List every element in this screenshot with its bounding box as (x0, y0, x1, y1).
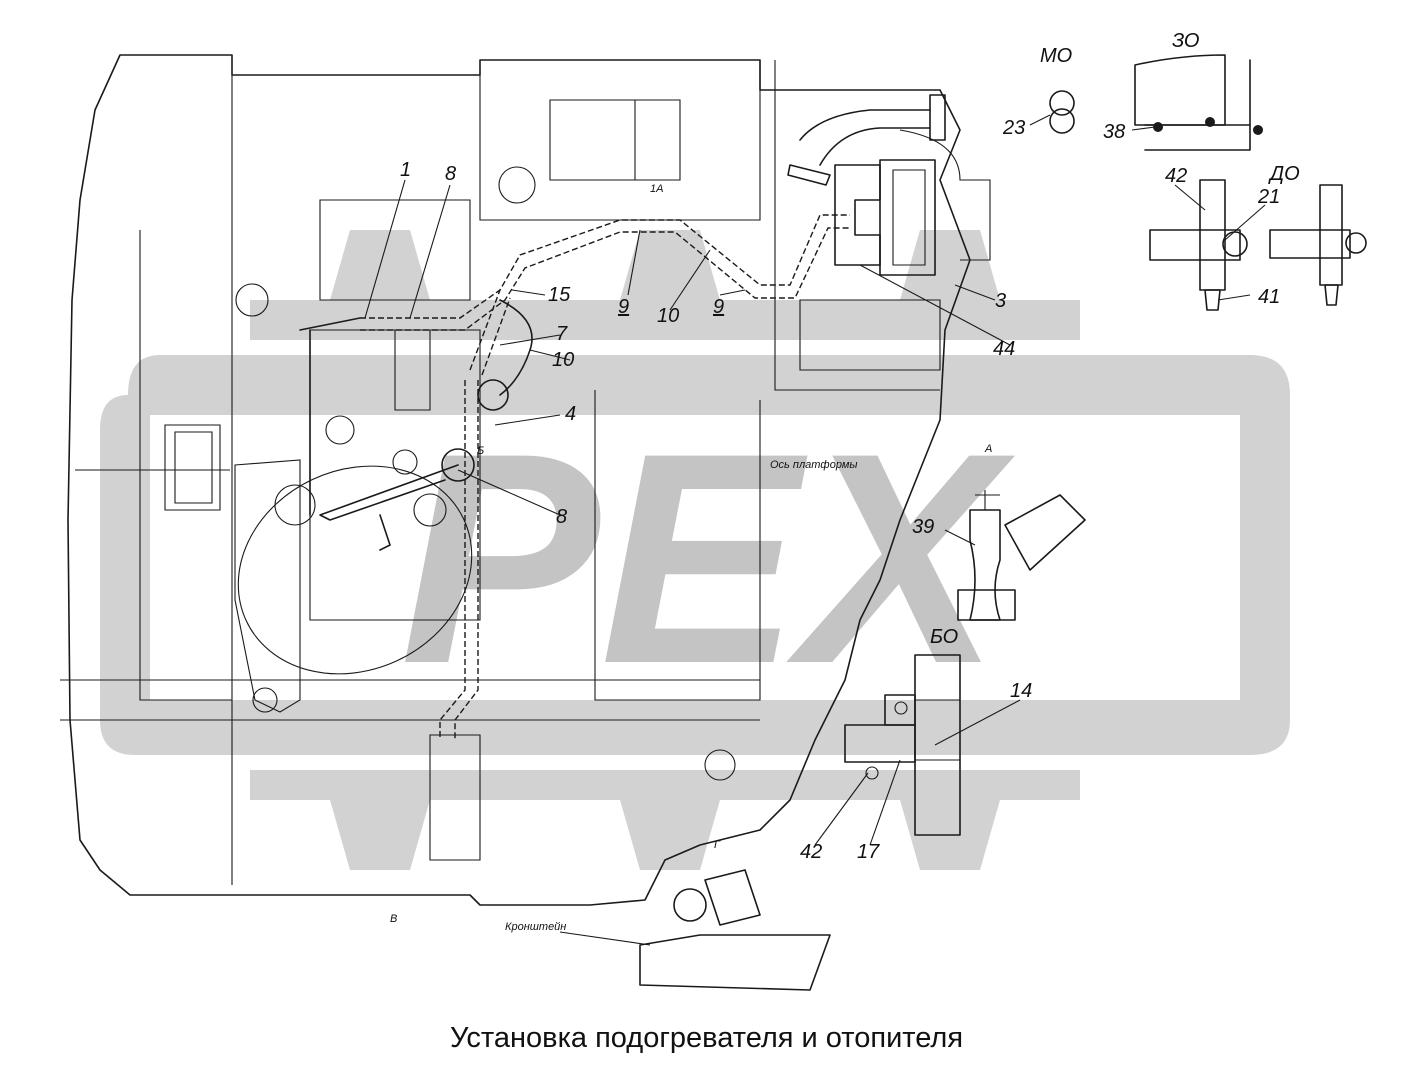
callout-15: 15 (548, 284, 571, 306)
watermark-logo: РЕХ (100, 230, 1290, 870)
callout-4: 4 (565, 403, 576, 425)
view-label-g: Г (714, 839, 721, 851)
detail-b-ellipse (237, 415, 473, 675)
drawing-caption: Установка подогревателя и отопителя (449, 1022, 964, 1054)
callout-9-left: 9 (618, 296, 629, 318)
view-label-b: Б (477, 445, 484, 457)
callout-10-left: 10 (552, 349, 574, 371)
callout-8-mid: 8 (556, 506, 567, 528)
callout-7: 7 (556, 323, 568, 345)
callout-8-top: 8 (445, 163, 456, 185)
callout-9-right: 9 (713, 296, 724, 318)
view-label-bo: БО (930, 626, 958, 648)
callout-21: 21 (1257, 186, 1280, 208)
detail-views (639, 54, 1367, 991)
view-label-1a: 1А (650, 183, 663, 195)
callout-10-right: 10 (657, 305, 679, 327)
cab-outline (60, 54, 971, 906)
callout-labels: 1 8 15 7 10 4 8 9 10 9 3 44 23 38 42 21 … (400, 117, 1280, 863)
callout-38: 38 (1103, 121, 1125, 143)
view-label-a: А (984, 443, 992, 455)
view-labels: МО ЗО ДО БО А 1А Б Г В Ось платформы Кро… (390, 30, 1300, 933)
callout-14: 14 (1010, 680, 1032, 702)
callout-3: 3 (995, 290, 1006, 312)
leader-lines (364, 126, 1266, 946)
heater-unit (787, 94, 991, 276)
callout-39: 39 (912, 516, 934, 538)
callout-42-top: 42 (1165, 165, 1187, 187)
callout-17: 17 (857, 841, 880, 863)
view-label-do: ДО (1268, 163, 1300, 185)
view-label-mo: МО (1040, 45, 1072, 67)
callout-41: 41 (1258, 286, 1280, 308)
view-label-v: В (390, 913, 397, 925)
platform-axis-note: Ось платформы (770, 459, 858, 471)
callout-42-bottom: 42 (800, 841, 822, 863)
watermark-text: РЕХ (400, 390, 1016, 726)
view-label-zo: ЗО (1172, 30, 1199, 52)
callout-23: 23 (1002, 117, 1025, 139)
bracket-note: Кронштейн (505, 921, 566, 933)
callout-1: 1 (400, 159, 411, 181)
callout-44: 44 (993, 338, 1015, 360)
